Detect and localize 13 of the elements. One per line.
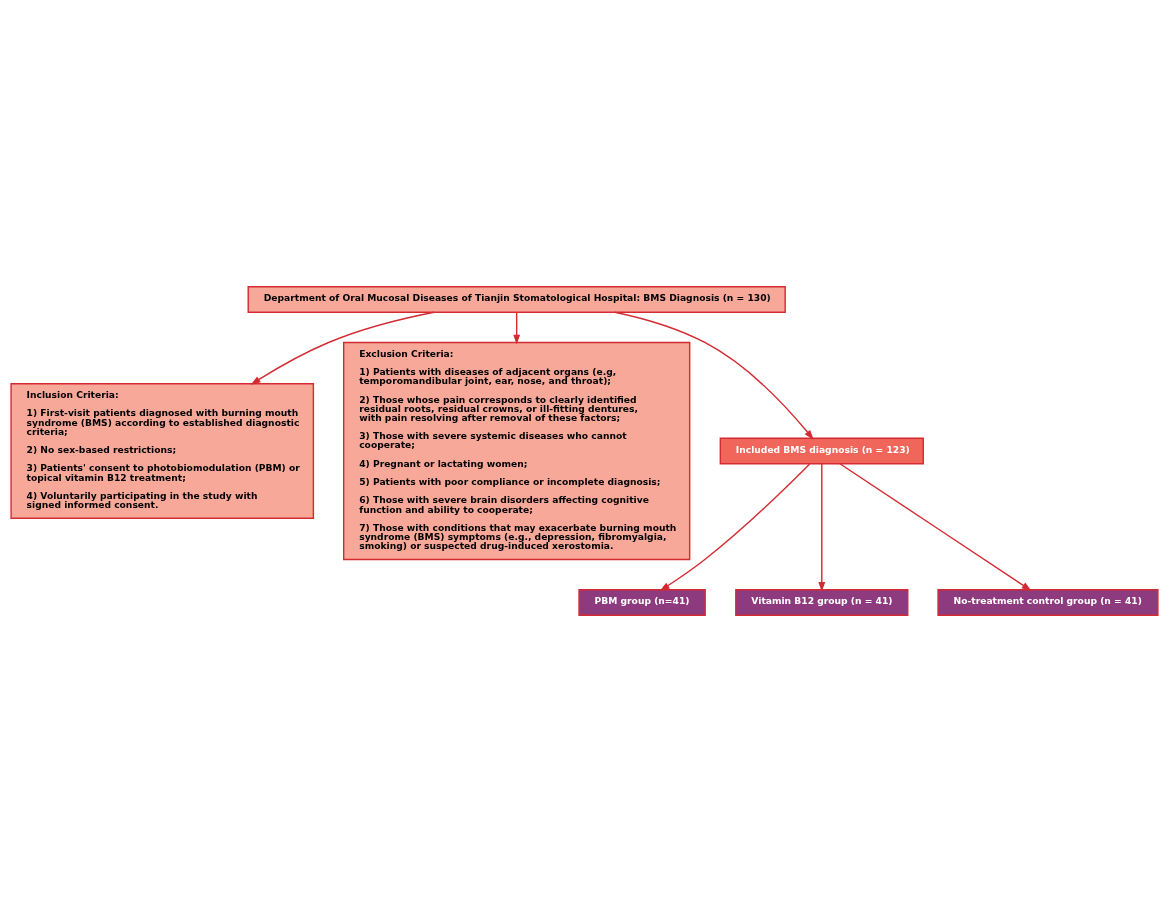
node-box: Department of Oral Mucosal Diseases of Tianjin Stomatological Hospital: BMS Diagnosis (n = 130) — [247, 285, 786, 313]
node-box: Included BMS diagnosis (n = 123) — [719, 437, 924, 464]
node-box: PBM group (n=41) — [578, 588, 706, 616]
arrow — [513, 311, 521, 345]
arrow — [659, 462, 811, 591]
arrow — [818, 462, 826, 592]
node-box: Inclusion Criteria: 1) First-visit patients diagnosed with burning mouth syndrome (BMS) according to established diagnostic criteria; 2) No sex-based restrictions; 3) Patients' consent to photobiomodulation (PBM) or topical vitamin B12 treatment; 4) Voluntarily participating in the study with signed informed consent. — [10, 382, 315, 519]
arrow — [614, 311, 814, 440]
node-box: Exclusion Criteria: 1) Patients with diseases of adjacent organs (e.g, temporomandibular joint, ear, nose, and throat); 2) Those whose pain corresponds to clearly identified residual roots, residual crowns, or ill-fitting dentures, with pain resolving after removal of these factors; 3) Those with severe systemic diseases who cannot cooperate; 4) Pregnant or lactating women; 5) Patients with poor compliance or incomplete diagnosis; 6) Those with severe brain disorders affecting cognitive function and ability to cooperate; 7) Those with conditions that may exacerbate burning mouth syndrome (BMS) symptoms (e.g., depression, fibromyalgia, smoking) or suspected drug-induced xerostomia. — [343, 341, 691, 560]
node-box: No-treatment control group (n = 41) — [937, 588, 1159, 616]
node-box: Vitamin B12 group (n = 41) — [735, 588, 909, 616]
arrow — [839, 462, 1032, 591]
arrow — [250, 311, 435, 385]
